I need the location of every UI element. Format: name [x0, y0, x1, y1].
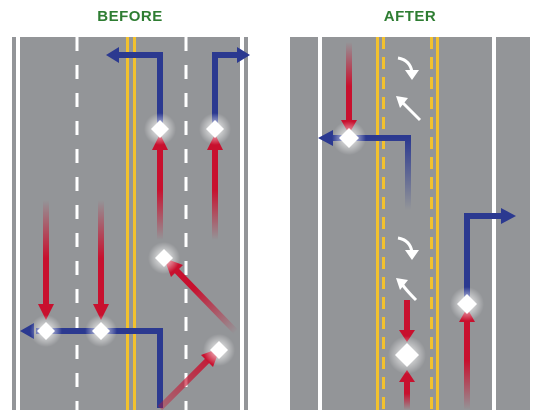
after-left-edge-line: [318, 37, 322, 410]
before-blue-arrowhead-top-right: [237, 47, 250, 63]
u-turn-marking-icon-2: [396, 96, 422, 122]
before-conflict-point-1: [144, 113, 176, 145]
after-blue-arrowhead-left: [318, 130, 333, 146]
before-red-down-mid: [98, 200, 104, 306]
after-conflict-point-3: [388, 336, 426, 374]
before-left-edge-line: [16, 37, 20, 410]
after-center-solid-left: [376, 37, 379, 410]
after-red-arrowhead-up-median: [399, 370, 415, 382]
u-turn-marking-icon-1: [397, 56, 419, 80]
after-right-edge-line: [492, 37, 496, 410]
before-red-diagonal-lower: [157, 355, 213, 411]
after-conflict-point-1: [332, 121, 366, 155]
before-conflict-point-3: [148, 242, 180, 274]
before-red-down-left: [43, 200, 49, 306]
before-right-edge-line: [240, 37, 244, 410]
before-blue-left-turn-top: [118, 52, 163, 128]
before-blue-right-turn-top: [212, 52, 238, 128]
before-conflict-point-4: [30, 315, 62, 347]
before-red-arrowhead-down-mid: [93, 304, 109, 320]
before-conflict-point-5: [85, 315, 117, 347]
before-conflict-point-2: [199, 113, 231, 145]
after-red-up-median: [404, 380, 410, 410]
after-blue-right-turn: [464, 213, 502, 300]
before-center-line-left: [126, 37, 129, 410]
u-turn-marking-icon-4: [396, 278, 418, 302]
after-red-down-median: [404, 300, 410, 332]
after-center-solid-right: [436, 37, 439, 410]
after-conflict-point-2: [450, 287, 484, 321]
after-blue-arrowhead-right: [501, 208, 516, 224]
after-red-up-right: [464, 320, 470, 410]
before-panel: [12, 37, 250, 411]
before-center-line-right: [133, 37, 136, 410]
before-blue-arrowhead-bottom: [20, 323, 34, 339]
after-title: AFTER: [383, 8, 437, 25]
before-red-up-right: [212, 148, 218, 240]
u-turn-marking-icon-3: [397, 236, 419, 260]
before-red-arrowhead-down-left: [38, 304, 54, 320]
before-title: BEFORE: [97, 8, 163, 25]
after-panel: [290, 37, 530, 410]
after-red-down-left: [346, 42, 352, 122]
before-red-up-left: [157, 148, 163, 240]
before-conflict-point-6: [203, 334, 235, 366]
before-red-diagonal-upper: [171, 265, 239, 335]
before-blue-arrowhead-top-left: [106, 47, 119, 63]
before-blue-left-turn-bottom: [36, 328, 163, 408]
